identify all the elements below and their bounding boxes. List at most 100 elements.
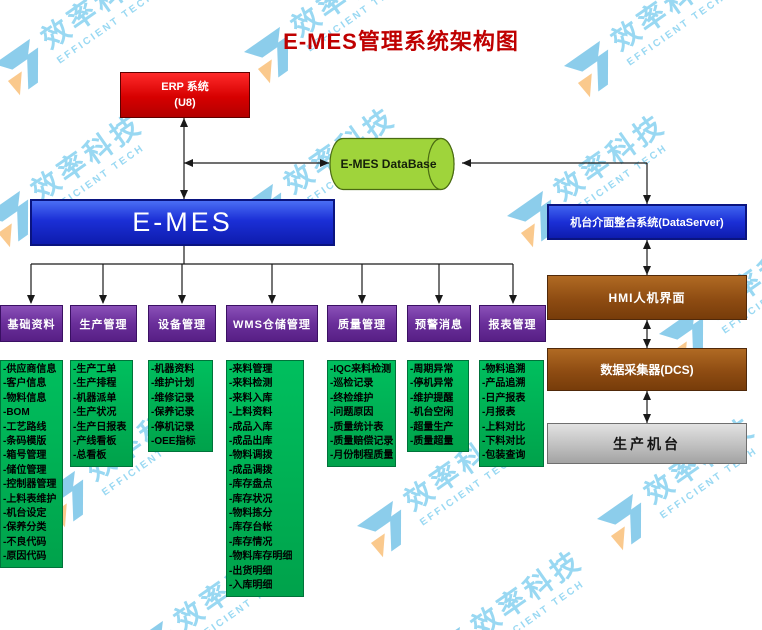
module-header-label: WMS仓储管理: [233, 318, 311, 331]
list-item: -维护计划: [151, 378, 195, 390]
list-item: -入库明细: [229, 580, 273, 592]
list-item: -质量超量: [410, 436, 454, 448]
module-header-label: 基础资料: [7, 318, 56, 331]
list-item: -包装查询: [482, 450, 526, 462]
dcs-label: 数据采集器(DCS): [600, 363, 694, 377]
module-header-equipment-management: 设备管理: [148, 305, 216, 342]
list-item: -保养记录: [151, 407, 195, 419]
list-item: -质量赔偿记录: [330, 436, 393, 448]
list-item: -控制器管理: [3, 479, 57, 491]
list-item: -机台空闲: [410, 407, 454, 419]
list-item: -质量统计表: [330, 421, 384, 433]
list-item: -储位管理: [3, 464, 47, 476]
list-item: -库存盘点: [229, 479, 273, 491]
module-list-production-management: -生产工单 -生产排程 -机器派单 -生产状况 -生产日报表 -产线看板 -总看板: [70, 360, 133, 467]
list-item: -物料信息: [3, 392, 47, 404]
list-item: -来料管理: [229, 364, 273, 375]
list-item: -箱号管理: [3, 450, 47, 462]
list-item: -下料对比: [482, 436, 526, 448]
list-item: -巡检记录: [330, 378, 374, 390]
list-item: -上料资料: [229, 407, 273, 419]
list-item: -生产工单: [73, 364, 117, 375]
list-item: -OEE指标: [151, 436, 196, 448]
list-item: -来料入库: [229, 392, 273, 404]
module-list-wms-warehouse: -来料管理 -来料检测 -来料入库 -上料资料 -成品入库 -成品出库 -物料调拨 -成品调拨…: [226, 360, 304, 597]
list-item: -库存台帐: [229, 522, 273, 534]
module-header-alert-messages: 预警消息: [407, 305, 471, 342]
list-item: -供应商信息: [3, 364, 57, 375]
list-item: -终检维护: [330, 392, 374, 404]
production-machine-node: 生产机台: [547, 423, 747, 464]
erp-subtitle: (U8): [174, 97, 196, 109]
list-item: -生产排程: [73, 378, 117, 390]
list-item: -成品出库: [229, 436, 273, 448]
database-node: E-MES DataBase: [329, 137, 462, 191]
list-item: -来料检测: [229, 378, 273, 390]
list-item: -月份制程质量: [330, 450, 393, 462]
list-item: -生产状况: [73, 407, 117, 419]
hmi-node: HMI人机界面: [547, 275, 747, 320]
dataserver-label: 机台介面整合系统(DataServer): [570, 217, 724, 229]
module-list-alert-messages: -周期异常-停机异常-维护提醒-机台空闲-超量生产-质量超量: [407, 360, 469, 453]
module-list-report-management: -物料追溯 -产品追溯 -日产报表 -月报表 -上料对比 -下料对比 -包装查询: [479, 360, 544, 467]
list-item: -机器派单: [73, 392, 117, 404]
list-item: -IQC来料检测: [330, 364, 392, 375]
erp-system-node: ERP 系统 (U8): [120, 72, 250, 118]
module-list-quality-management: -IQC来料检测 -巡检记录 -终检维护 -问题原因 -质量统计表 -质量赔偿记录 -月份制…: [327, 360, 396, 467]
list-item: -上料对比: [482, 421, 526, 433]
arrowheads: [27, 118, 651, 423]
list-item: -产品追溯: [482, 378, 526, 390]
list-item: -机器资料: [151, 364, 195, 375]
list-item: -维修记录: [151, 392, 195, 404]
list-item: -保养分类: [3, 522, 47, 534]
dcs-node: 数据采集器(DCS): [547, 348, 747, 391]
page-title: E-MES管理系统架构图: [283, 29, 519, 54]
module-list-equipment-management: -机器资料-维护计划-维修记录-保养记录-停机记录-OEE指标: [148, 360, 213, 453]
dataserver-node: 机台介面整合系统(DataServer): [547, 204, 747, 240]
module-list-basic-data: -供应商信息 -客户信息 -物料信息 -BOM -工艺路线 -条码模版 -箱号管理 -储位管理…: [0, 360, 63, 568]
hmi-label: HMI人机界面: [608, 291, 686, 305]
database-cylinder-icon: [329, 137, 455, 191]
list-item: -成品调拨: [229, 464, 273, 476]
module-header-basic-data: 基础资料: [0, 305, 63, 342]
list-item: -条码模版: [3, 436, 47, 448]
list-item: -总看板: [73, 450, 107, 462]
module-header-wms-warehouse: WMS仓储管理: [226, 305, 318, 342]
list-item: -上料表维护: [3, 493, 57, 505]
module-header-report-management: 报表管理: [479, 305, 546, 342]
module-header-production-management: 生产管理: [70, 305, 137, 342]
list-item: -周期异常: [410, 364, 454, 375]
list-item: -月报表: [482, 407, 516, 419]
list-item: -客户信息: [3, 378, 47, 390]
list-item: -成品入库: [229, 421, 273, 433]
list-item: -不良代码: [3, 536, 47, 548]
module-header-quality-management: 质量管理: [327, 305, 397, 342]
database-label: E-MES DataBase: [340, 157, 437, 171]
list-item: -BOM: [3, 407, 30, 419]
emes-node: E-MES: [30, 199, 335, 246]
list-item: -产线看板: [73, 436, 117, 448]
emes-label: E-MES: [132, 207, 233, 237]
list-item: -物料追溯: [482, 364, 526, 375]
list-item: -库存状况: [229, 493, 273, 505]
module-header-label: 预警消息: [415, 318, 463, 331]
module-header-label: 质量管理: [338, 318, 386, 331]
machine-label: 生产机台: [613, 435, 681, 452]
list-item: -原因代码: [3, 551, 47, 563]
erp-title: ERP 系统: [161, 80, 209, 93]
list-item: -停机异常: [410, 378, 454, 390]
list-item: -维护提醒: [410, 392, 454, 404]
list-item: -出货明细: [229, 565, 273, 577]
list-item: -日产报表: [482, 392, 526, 404]
module-header-label: 设备管理: [158, 318, 206, 331]
list-item: -机台设定: [3, 508, 47, 520]
module-header-label: 报表管理: [488, 318, 537, 331]
list-item: -工艺路线: [3, 421, 47, 433]
list-item: -物料库存明细: [229, 551, 293, 563]
list-item: -生产日报表: [73, 421, 127, 433]
list-item: -问题原因: [330, 407, 374, 419]
list-item: -物料调拨: [229, 450, 273, 462]
